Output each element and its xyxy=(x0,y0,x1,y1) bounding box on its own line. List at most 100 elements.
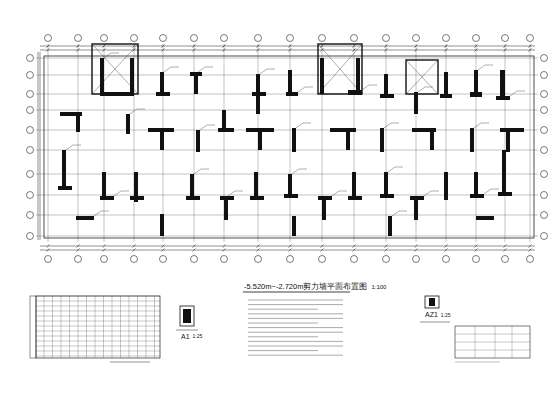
table-rule xyxy=(495,326,496,358)
shear-wall xyxy=(444,172,448,200)
note-text-line xyxy=(248,332,343,333)
dimension-tick xyxy=(103,45,106,48)
shear-wall xyxy=(440,94,452,98)
shear-wall xyxy=(346,128,350,150)
scale-label: 1:25 xyxy=(192,334,204,340)
dimension-tick xyxy=(475,45,478,48)
shear-wall xyxy=(126,114,130,134)
shear-wall xyxy=(470,128,474,152)
shear-wall xyxy=(496,96,510,100)
core-cross xyxy=(318,44,362,94)
axis-bubble xyxy=(287,35,294,42)
leader-line xyxy=(484,189,491,194)
leader-line xyxy=(130,109,137,114)
leader-line xyxy=(94,211,101,216)
leader-line xyxy=(198,67,205,72)
dimension-tick xyxy=(223,249,226,252)
axis-line xyxy=(48,44,49,242)
leader-line xyxy=(101,211,109,212)
axis-bubble xyxy=(131,256,138,263)
note-text-line xyxy=(248,341,343,342)
shear-wall xyxy=(254,172,258,200)
axis-bubble xyxy=(160,256,167,263)
axis-line xyxy=(78,44,79,242)
detail-table xyxy=(455,326,530,358)
leader-line xyxy=(207,125,215,126)
table-rule xyxy=(36,336,160,337)
axis-bubble xyxy=(383,256,390,263)
dimension-tick xyxy=(445,245,448,248)
dimension-tick xyxy=(529,49,532,52)
shear-wall xyxy=(502,150,506,196)
axis-bubble xyxy=(45,256,52,263)
table-rule xyxy=(95,296,96,358)
table-rule xyxy=(154,296,155,358)
dimension-tick xyxy=(193,249,196,252)
axis-bubble xyxy=(255,35,262,42)
scale-label: 1:25 xyxy=(440,313,452,319)
core-wall xyxy=(318,44,362,94)
shear-wall xyxy=(100,92,134,96)
axis-bubble xyxy=(101,35,108,42)
shear-wall xyxy=(414,92,418,114)
dimension-tick xyxy=(47,249,50,252)
leader-line xyxy=(339,191,347,192)
shear-wall xyxy=(380,94,394,98)
shear-wall xyxy=(76,216,94,220)
note-text-line xyxy=(248,336,318,337)
dimension-tick xyxy=(257,245,260,248)
section-fill xyxy=(183,309,191,323)
shear-wall xyxy=(330,128,356,132)
leader-line xyxy=(478,65,485,70)
dimension-tick xyxy=(415,245,418,248)
leader-line xyxy=(474,123,481,128)
axis-bubble xyxy=(502,256,509,263)
axis-bubble xyxy=(160,35,167,42)
drawing-title: -5.520m~-2.720m剪力墙平面布置图 xyxy=(243,283,368,291)
dimension-tick xyxy=(529,249,532,252)
leader-line xyxy=(194,169,201,174)
shear-wall xyxy=(194,72,198,94)
shear-wall xyxy=(348,90,362,95)
dimension-tick xyxy=(103,249,106,252)
axis-bubble xyxy=(351,256,358,263)
leader-line xyxy=(517,91,525,92)
shear-wall xyxy=(76,112,80,132)
dimension-tick xyxy=(529,45,532,48)
leader-line xyxy=(425,87,433,88)
axis-line xyxy=(36,130,538,131)
dimension-line xyxy=(40,46,535,47)
core-cross xyxy=(406,60,438,94)
dimension-tick xyxy=(289,245,292,248)
table-rule xyxy=(36,341,160,342)
dimension-tick xyxy=(133,49,136,52)
core-cross xyxy=(406,60,438,94)
axis-line xyxy=(354,44,355,242)
dimension-tick xyxy=(162,49,165,52)
dimension-tick xyxy=(223,49,226,52)
table-rule xyxy=(36,321,160,322)
axis-bubble xyxy=(541,127,548,134)
leader-line xyxy=(267,69,275,70)
dimension-tick xyxy=(385,249,388,252)
shear-wall xyxy=(318,196,332,200)
dimension-tick xyxy=(353,49,356,52)
axis-line xyxy=(386,44,387,242)
axis-bubble xyxy=(527,35,534,42)
shear-wall xyxy=(356,58,360,94)
axis-bubble xyxy=(541,55,548,62)
axis-bubble xyxy=(541,233,548,240)
note-text-line xyxy=(248,327,343,328)
table-rule xyxy=(512,326,513,358)
table-rule xyxy=(146,296,147,358)
dimension-tick xyxy=(223,45,226,48)
dimension-tick xyxy=(289,45,292,48)
shear-wall xyxy=(284,194,298,198)
dimension-tick xyxy=(257,49,260,52)
table-rule xyxy=(36,311,160,312)
dimension-tick xyxy=(445,49,448,52)
shear-wall xyxy=(292,216,296,236)
dimension-tick xyxy=(321,249,324,252)
axis-bubble xyxy=(383,35,390,42)
